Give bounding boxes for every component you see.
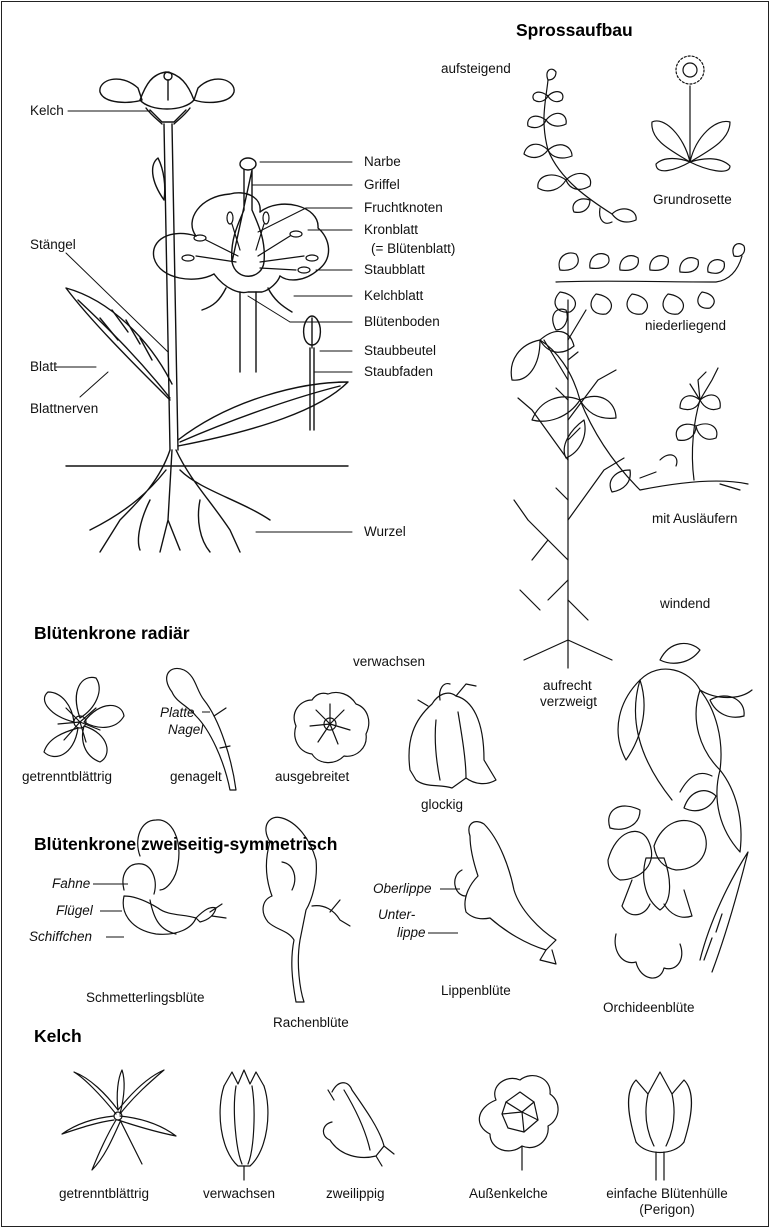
label-kelch-verwachsen: verwachsen bbox=[203, 1186, 275, 1202]
label-aussenkelche: Außenkelche bbox=[469, 1186, 548, 1202]
label-perigon: (Perigon) bbox=[604, 1202, 730, 1218]
label-kelch-getrenntblaettrig: getrenntblättrig bbox=[59, 1186, 149, 1202]
label-einfache-bluetenhuelle: einfache Blütenhülle bbox=[604, 1186, 730, 1202]
label-zweilippig: zweilippig bbox=[326, 1186, 385, 1202]
